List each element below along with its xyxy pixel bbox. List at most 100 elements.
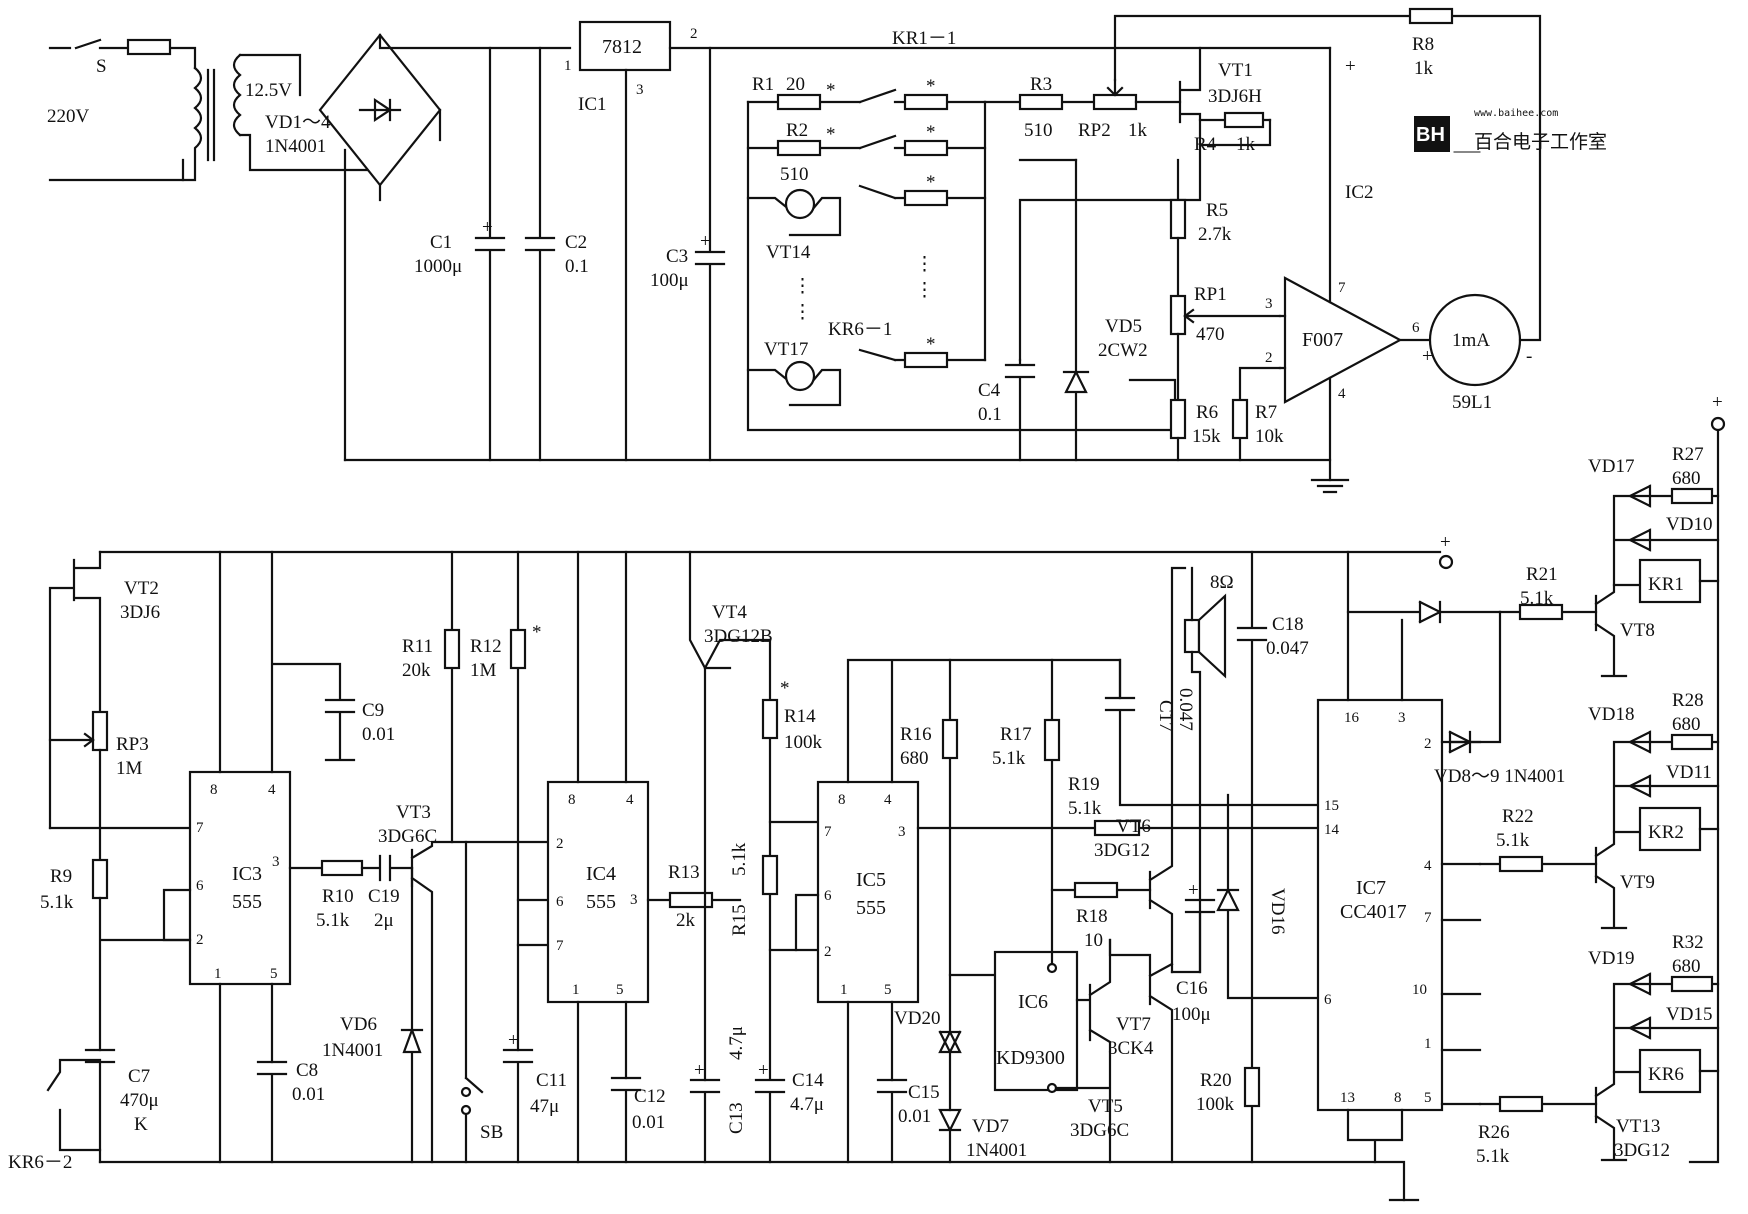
r19-resistor — [1093, 819, 1141, 837]
star-1: * — [926, 76, 936, 97]
r2-label: R2 — [786, 120, 808, 141]
c11-label: C11 — [536, 1070, 567, 1091]
r5-label: R5 — [1206, 200, 1228, 221]
c15-label: C15 — [908, 1082, 940, 1103]
ic5-pin-2: 2 — [824, 944, 832, 960]
r18-resistor — [1073, 881, 1119, 899]
dots-right: ⋮ — [915, 254, 934, 275]
relay-plus-label: + — [1712, 392, 1723, 413]
c2-label: C2 — [565, 232, 587, 253]
reg-pin-1: 1 — [564, 58, 572, 74]
ic6-model: KD9300 — [996, 1047, 1065, 1069]
speaker-cone — [1197, 593, 1227, 679]
r2-resistor — [776, 139, 822, 157]
ic4-pin-1: 1 — [572, 982, 580, 998]
r7-value: 10k — [1255, 426, 1284, 447]
r3-resistor — [1018, 93, 1064, 111]
ic7-pin-10: 10 — [1412, 982, 1427, 998]
r5-value: 2.7k — [1198, 224, 1232, 245]
r13-label: R13 — [668, 862, 700, 883]
r11-resistor — [443, 628, 461, 670]
vd8-9-label: VD8～9 1N4001 — [1434, 766, 1565, 787]
r17-resistor — [1043, 718, 1061, 762]
c13-value: 4.7μ — [726, 1026, 747, 1060]
plus-terminal — [1438, 554, 1454, 570]
rp1-potentiometer[interactable] — [1169, 294, 1187, 336]
c3-polarity: + — [700, 231, 711, 252]
ic3-pin-5: 5 — [270, 966, 278, 982]
sb-button[interactable] — [460, 1086, 472, 1098]
ic7-pin-6: 6 — [1324, 992, 1332, 1008]
r1-resistor — [776, 93, 822, 111]
vt6-label: VT6 — [1116, 816, 1151, 837]
r4-label: R4 — [1194, 134, 1217, 155]
c8-label: C8 — [296, 1060, 318, 1081]
ic7-pin-2: 2 — [1424, 736, 1432, 752]
rp2-potentiometer[interactable] — [1092, 93, 1138, 111]
r27-resistor — [1670, 487, 1714, 505]
r12-label: R12 — [470, 636, 502, 657]
vt2-label: VT2 — [124, 578, 159, 599]
ic7-pin-3: 3 — [1398, 710, 1406, 726]
ic3-555-timer — [188, 770, 292, 986]
r22-label: R22 — [1502, 806, 1534, 827]
ic7-pin-16: 16 — [1344, 710, 1360, 726]
ic5-pin-3: 3 — [898, 824, 906, 840]
ic3-name: IC3 — [232, 863, 262, 885]
ic4-pin-8: 8 — [568, 792, 576, 808]
r10-value: 5.1k — [316, 910, 350, 931]
speaker-coil — [1183, 618, 1201, 654]
c12-label: C12 — [634, 1086, 666, 1107]
ic6-name: IC6 — [1018, 991, 1048, 1013]
vd16-label: VD16 — [1267, 888, 1288, 934]
c14-label: C14 — [792, 1070, 824, 1091]
r21-label: R21 — [1526, 564, 1558, 585]
rp1-label: RP1 — [1194, 284, 1227, 305]
ic5-model: 555 — [856, 897, 886, 919]
c3-label: C3 — [666, 246, 688, 267]
vt2-model: 3DJ6 — [120, 602, 160, 623]
ic4-name: IC4 — [586, 863, 616, 885]
ic7-pin-15: 15 — [1324, 798, 1339, 814]
rp2-label: RP2 — [1078, 120, 1111, 141]
r27-label: R27 — [1672, 444, 1704, 465]
r21-resistor — [1518, 603, 1564, 621]
ic5-pin-1: 1 — [840, 982, 848, 998]
ic4-pin-4: 4 — [626, 792, 634, 808]
r14-value: 100k — [784, 732, 823, 753]
vt7-label: VT7 — [1116, 1014, 1151, 1035]
rp3-potentiometer[interactable] — [91, 710, 109, 752]
vt7-model: 3CK4 — [1108, 1038, 1154, 1059]
meter-value: 1mA — [1452, 330, 1490, 351]
timer-section: + VT2 3DJ6 RP3 1M R9 5.1k C7 470μ K KR6－… — [8, 532, 1482, 1202]
vd6-model: 1N4001 — [322, 1040, 383, 1061]
r10-resistor — [320, 859, 364, 877]
r18-value: 10 — [1084, 930, 1103, 951]
r19-label: R19 — [1068, 774, 1100, 795]
regulator-name: IC1 — [578, 94, 607, 115]
c4-label: C4 — [978, 380, 1001, 401]
dots-right-2: ⋮ — [915, 280, 934, 301]
ic7-pin-1: 1 — [1424, 1036, 1432, 1052]
r2-value: 510 — [780, 164, 809, 185]
meter-minus: - — [1526, 346, 1532, 367]
r1-star: * — [826, 80, 836, 101]
ic5-pin-5: 5 — [884, 982, 892, 998]
r1-value: 20 — [786, 74, 805, 95]
c9-value: 0.01 — [362, 724, 395, 745]
c8-value: 0.01 — [292, 1084, 325, 1105]
r11-value: 20k — [402, 660, 431, 681]
ic3-pin-6: 6 — [196, 878, 204, 894]
ic5-name: IC5 — [856, 869, 886, 891]
r28-resistor — [1670, 733, 1714, 751]
r4-value: 1k — [1236, 134, 1256, 155]
r26-resistor — [1498, 1095, 1544, 1113]
ic6-pin-top — [1046, 962, 1058, 974]
bridge-label: VD1～4 — [265, 112, 331, 133]
vt13-label: VT13 — [1616, 1116, 1660, 1137]
vt3-label: VT3 — [396, 802, 431, 823]
r17-label: R17 — [1000, 724, 1032, 745]
ic5-pin-8: 8 — [838, 792, 846, 808]
ic6-pin-bottom — [1046, 1082, 1058, 1094]
